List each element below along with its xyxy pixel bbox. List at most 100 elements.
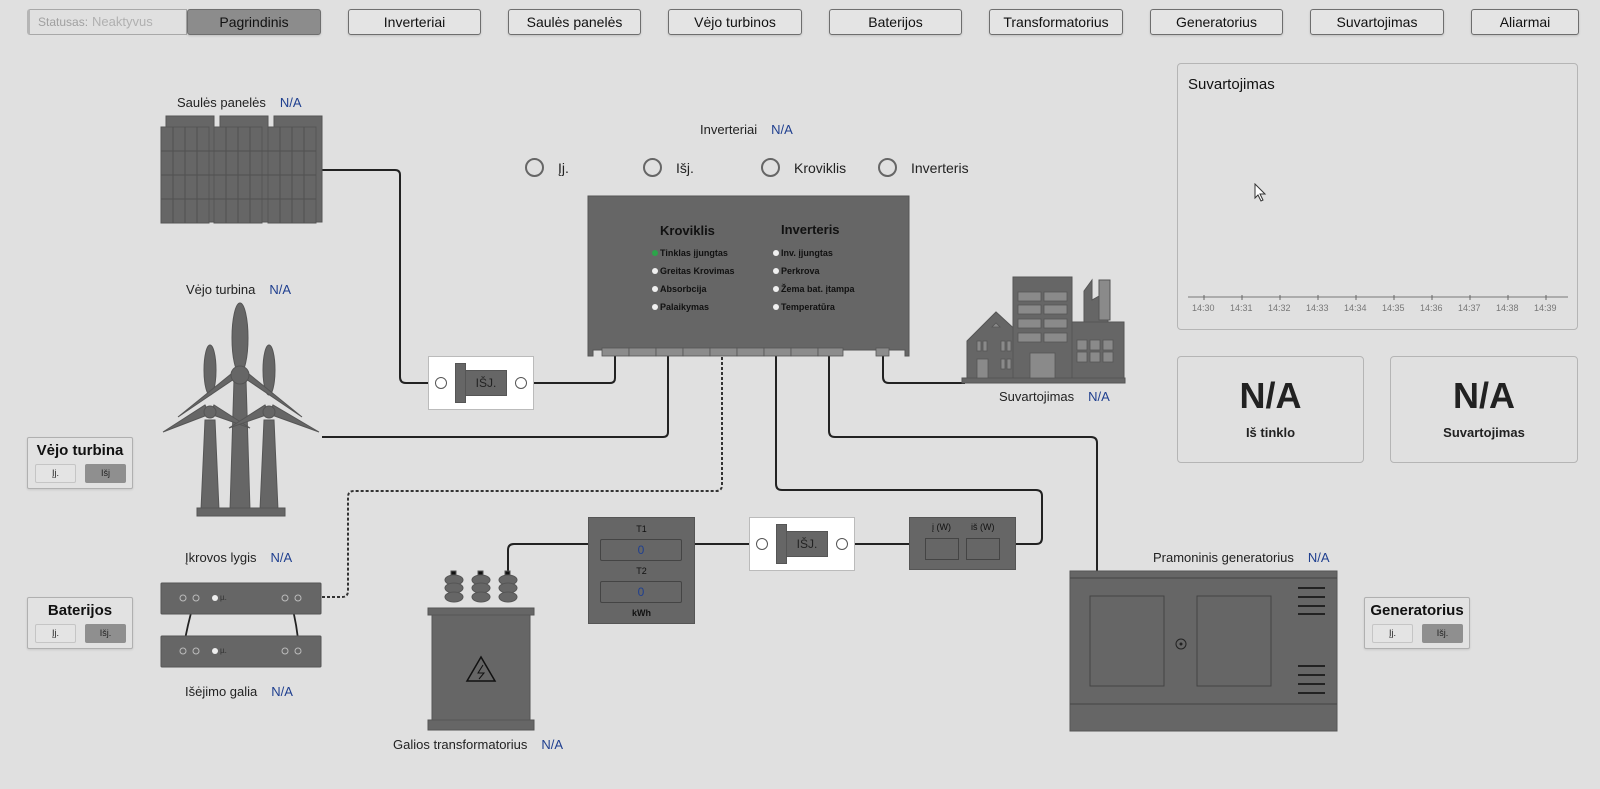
energy-meter: T1 0 T2 0 kWh xyxy=(588,517,695,624)
inverter-mode-on-radio[interactable]: Įj. xyxy=(525,158,569,177)
status-led-label: Perkrova xyxy=(781,266,820,276)
chart-x-tick-label: 14:34 xyxy=(1344,303,1367,313)
generator-value: N/A xyxy=(1307,550,1330,565)
status-led-row: Tinklas įjungtas xyxy=(652,248,728,258)
status-led-row: Perkrova xyxy=(773,266,820,276)
generator-label-text: Pramoninis generatorius xyxy=(1153,550,1294,565)
wind-on-button[interactable]: Įj. xyxy=(35,464,76,483)
battery-bottom-unit: µ. xyxy=(220,646,227,655)
wire-switch-inverter xyxy=(522,356,616,384)
radio-circle-icon xyxy=(525,158,544,177)
solar-panel-icon xyxy=(160,115,323,224)
transformer-value: N/A xyxy=(541,737,564,752)
battery-control-box: Baterijos Įj. Išj. xyxy=(27,597,133,649)
battery-charge-label: Įkrovos lygis N/A xyxy=(185,550,292,565)
tab-suvartojimas[interactable]: Suvartojimas xyxy=(1310,9,1444,35)
charger-title: Kroviklis xyxy=(660,223,715,238)
bottom-breaker-switch[interactable]: IŠJ. xyxy=(749,517,855,571)
radio-label: Įj. xyxy=(558,159,569,176)
wind-control-title: Vėjo turbina xyxy=(36,442,124,459)
transformer-icon xyxy=(427,570,535,731)
tab-aliarmai[interactable]: Aliarmai xyxy=(1471,9,1579,35)
battery-on-button[interactable]: Įj. xyxy=(35,624,76,643)
wire-wind xyxy=(322,356,669,438)
status-led-row: Žema bat. įtampa xyxy=(773,284,855,294)
chart-x-tick-label: 14:37 xyxy=(1458,303,1481,313)
chart-x-tick-label: 14:38 xyxy=(1496,303,1519,313)
status-led-label: Tinklas įjungtas xyxy=(660,248,728,258)
status-led-icon xyxy=(773,304,779,310)
solar-label-text: Saulės panelės xyxy=(177,95,266,110)
inverter-mode-off-radio[interactable]: Išj. xyxy=(643,158,694,177)
power-meter: į (W) iš (W) xyxy=(909,517,1016,570)
tab-baterijos[interactable]: Baterijos xyxy=(829,9,962,35)
grid-import-caption: Iš tinklo xyxy=(1245,425,1296,440)
status-led-row: Inv. įjungtas xyxy=(773,248,833,258)
radio-label: Inverteris xyxy=(911,159,969,176)
chart-x-tick-label: 14:30 xyxy=(1192,303,1215,313)
generator-on-button[interactable]: Įj. xyxy=(1372,624,1413,643)
wind-value: N/A xyxy=(269,282,292,297)
chart-x-tick-label: 14:39 xyxy=(1534,303,1557,313)
consumption-value: N/A xyxy=(1088,389,1110,404)
tab-saules-paneles[interactable]: Saulės panelės xyxy=(508,9,641,35)
consumption-stat-caption: Suvartojimas xyxy=(1443,425,1525,440)
wind-off-button[interactable]: Išj xyxy=(85,464,126,483)
grid-import-value: N/A xyxy=(1239,375,1302,416)
grid-import-card: N/A Iš tinklo xyxy=(1177,356,1364,463)
tab-inverteriai[interactable]: Inverteriai xyxy=(348,9,481,35)
battery-charge-value: N/A xyxy=(270,550,293,565)
inverter-mode-charger-radio[interactable]: Kroviklis xyxy=(761,158,846,177)
connection-lines xyxy=(182,169,1098,652)
terminal-icon xyxy=(756,538,768,550)
battery-off-button[interactable]: Išj. xyxy=(85,624,126,643)
battery-charge-label-text: Įkrovos lygis xyxy=(185,550,257,565)
status-led-row: Palaikymas xyxy=(652,302,709,312)
tab-transformatorius[interactable]: Transformatorius xyxy=(989,9,1123,35)
consumption-chart xyxy=(1188,295,1568,300)
power-out-label: iš (W) xyxy=(971,522,995,532)
status-led-icon xyxy=(652,268,658,274)
meter-t1-value: 0 xyxy=(600,539,682,561)
status-led-row: Greitas Krovimas xyxy=(652,266,735,276)
status-led-label: Greitas Krovimas xyxy=(660,266,735,276)
radio-circle-icon xyxy=(878,158,897,177)
tab-vejo-turbinos[interactable]: Vėjo turbinos xyxy=(668,9,802,35)
consumption-card: N/A Suvartojimas xyxy=(1390,356,1578,463)
radio-circle-icon xyxy=(643,158,662,177)
meter-unit: kWh xyxy=(632,608,651,618)
battery-output-value: N/A xyxy=(271,684,293,699)
generator-off-button[interactable]: Išj. xyxy=(1422,624,1463,643)
top-breaker-switch[interactable]: IŠJ. xyxy=(428,356,534,410)
status-led-label: Palaikymas xyxy=(660,302,710,312)
warning-icon xyxy=(465,655,497,682)
radio-circle-icon xyxy=(761,158,780,177)
chart-x-tick-label: 14:31 xyxy=(1230,303,1253,313)
status-led-label: Absorbcija xyxy=(660,284,707,294)
battery-control-title: Baterijos xyxy=(47,602,113,619)
tab-generatorius[interactable]: Generatorius xyxy=(1150,9,1283,35)
status-led-label: Inv. įjungtas xyxy=(781,248,833,258)
status-led-icon xyxy=(652,250,658,256)
wire-meter-power xyxy=(775,356,1043,545)
status-led-label: Temperatūra xyxy=(781,302,835,312)
tab-pagrindinis[interactable]: Pagrindinis xyxy=(187,9,321,35)
status-led-label: Žema bat. įtampa xyxy=(781,284,855,294)
status-led-icon xyxy=(652,304,658,310)
wind-label-text: Vėjo turbina xyxy=(186,282,256,297)
terminal-icon xyxy=(435,377,447,389)
inverter-title: Inverteris xyxy=(781,222,840,237)
inverter-mode-inverter-radio[interactable]: Inverteris xyxy=(878,158,969,177)
chart-x-tick-label: 14:33 xyxy=(1306,303,1329,313)
generator-icon xyxy=(1069,570,1338,732)
status-led-icon xyxy=(652,286,658,292)
wire-consumption xyxy=(882,356,965,384)
